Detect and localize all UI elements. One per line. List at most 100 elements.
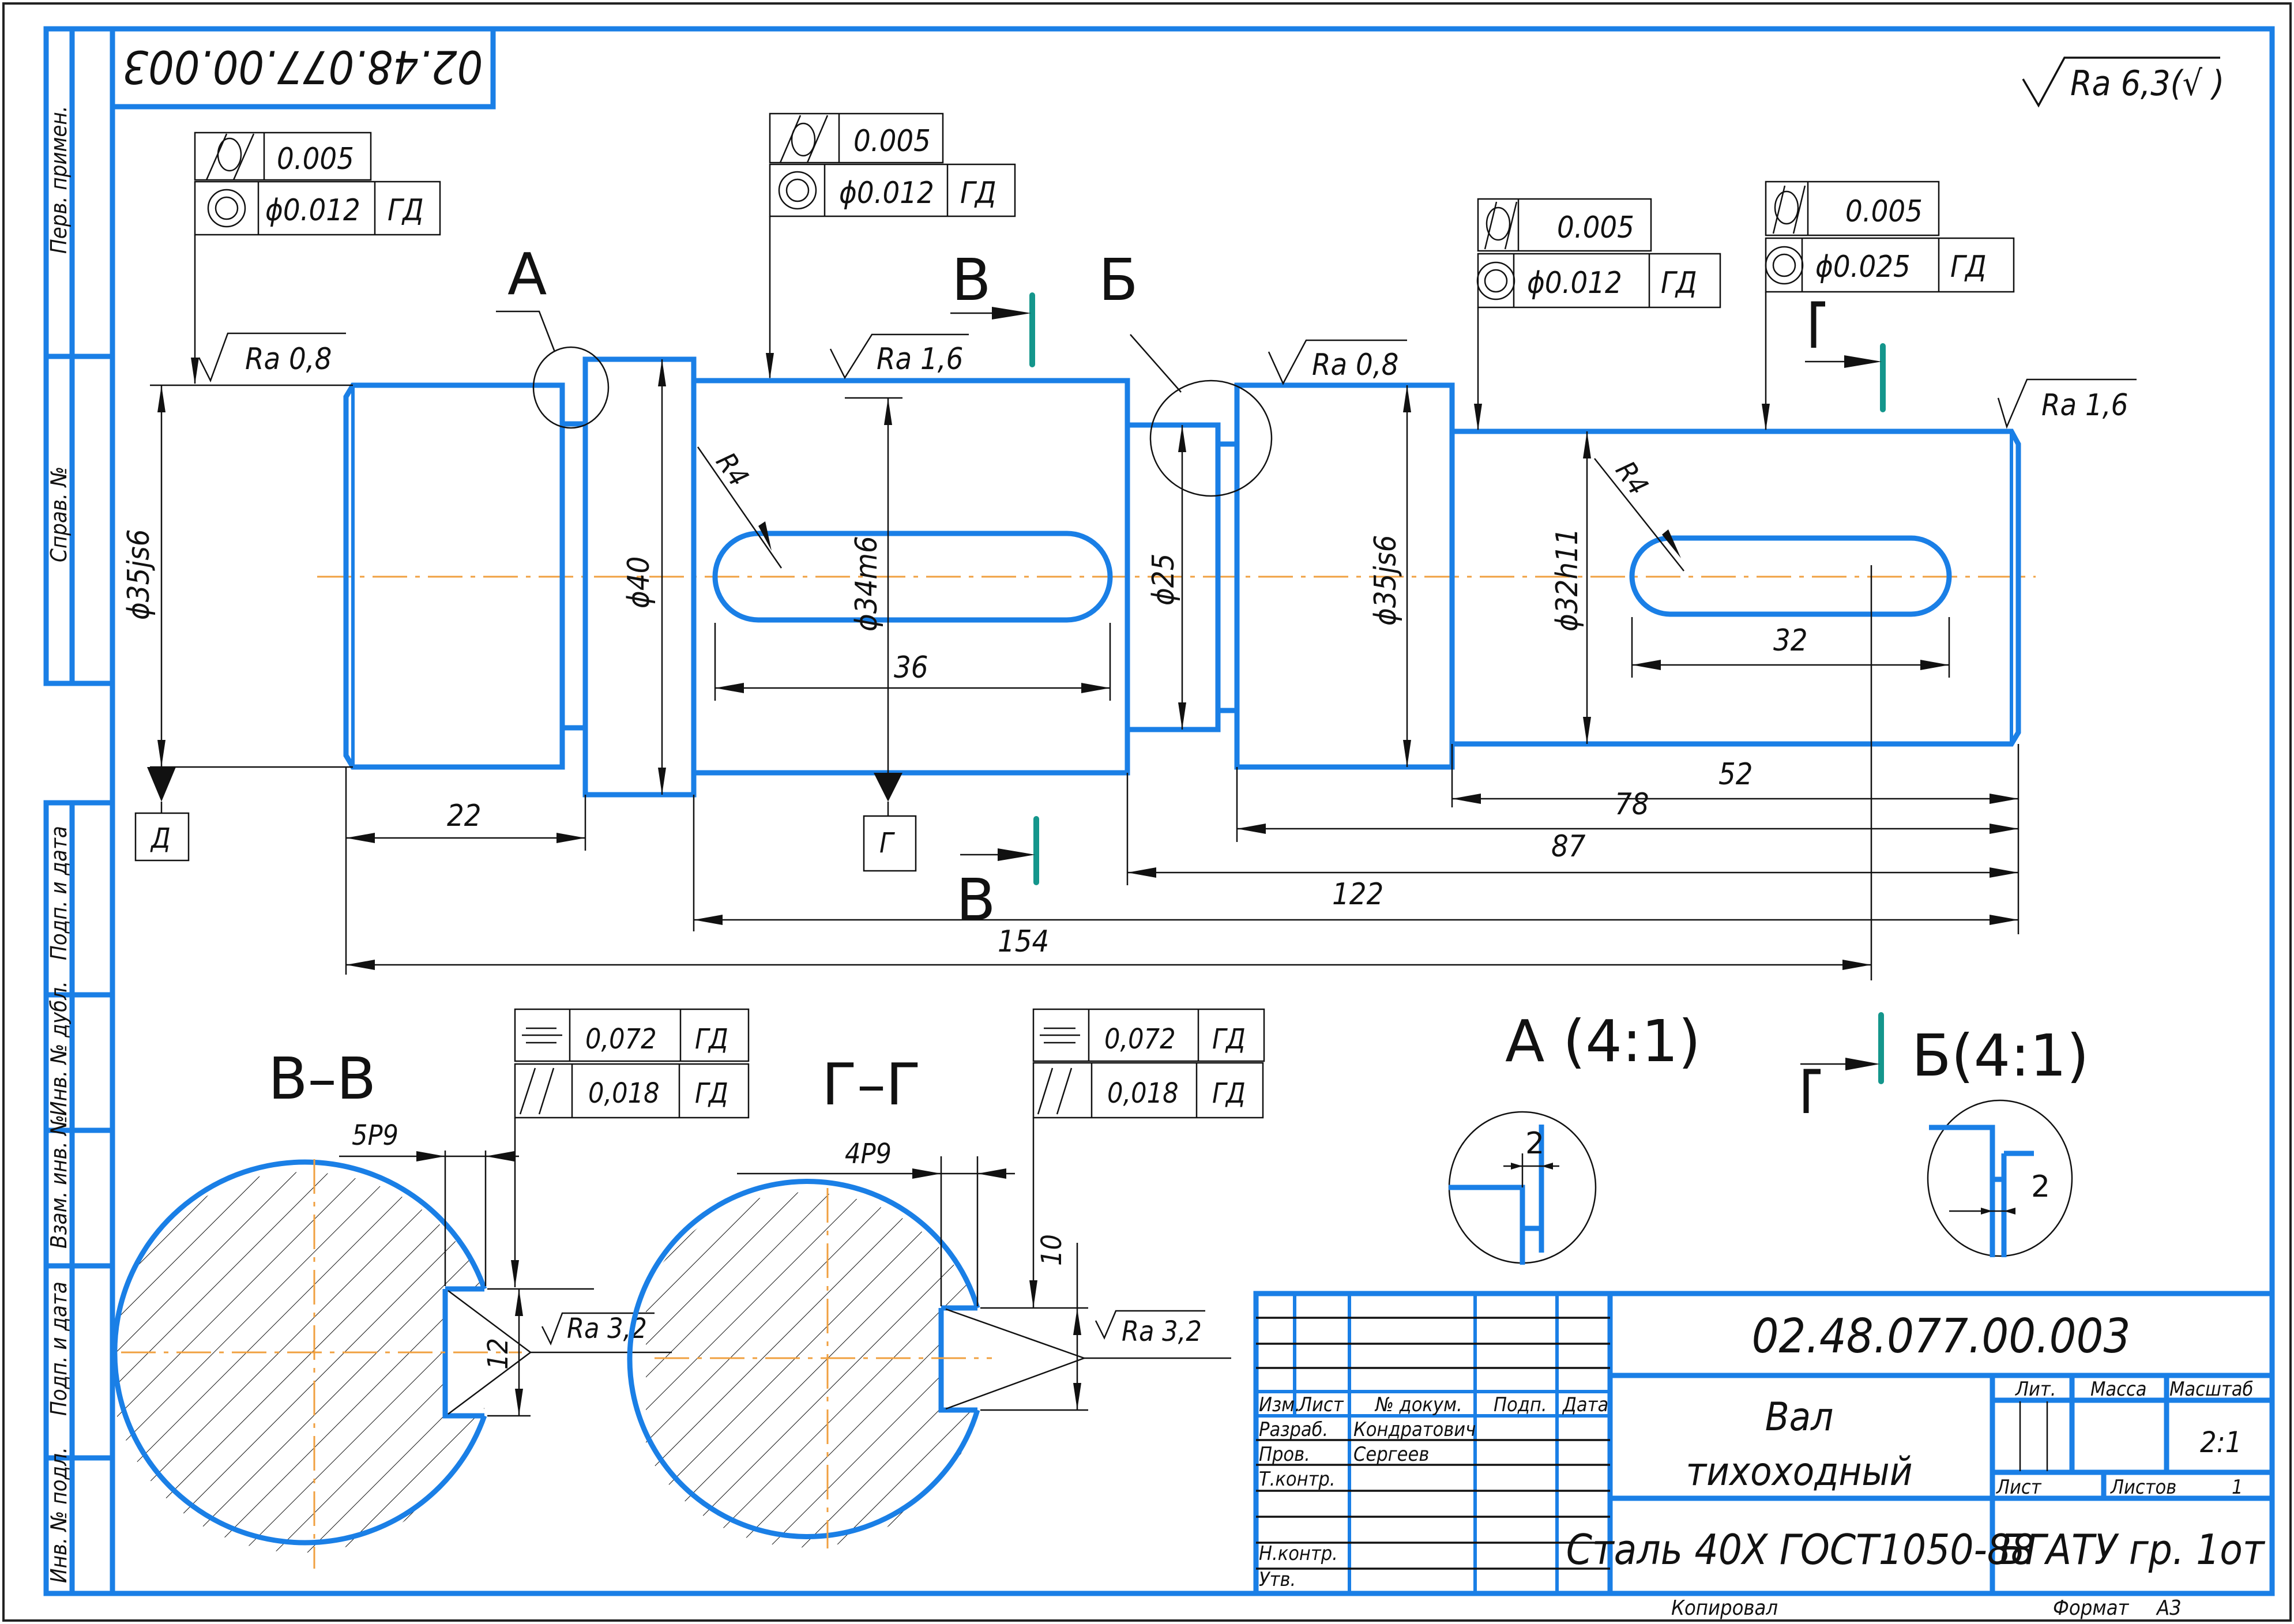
svg-text:ГД: ГД [1950, 250, 1987, 284]
svg-text:ϕ34m6: ϕ34m6 [849, 536, 884, 631]
doc-number-stamp: 02.48.077.00.003 [112, 29, 496, 110]
roughness-3: Ra 0,8 [1268, 339, 1407, 385]
length-dims: 36 32 22 52 78 87 122 154 [345, 565, 2020, 980]
svg-text:ГД: ГД [1212, 1023, 1246, 1055]
svg-text:2: 2 [2031, 1170, 2050, 1204]
svg-text:52: 52 [1718, 757, 1753, 792]
svg-text:ГД: ГД [695, 1023, 728, 1055]
svg-text:ϕ0.012: ϕ0.012 [1527, 266, 1622, 300]
radius-dims: R4 R4 [697, 446, 1684, 572]
svg-text:Разраб.: Разраб. [1259, 1418, 1328, 1441]
svg-text:22: 22 [447, 799, 482, 833]
svg-text:12: 12 [482, 1338, 514, 1370]
side-strip-top: Перв. примен. Справ. № [43, 26, 112, 686]
svg-text:Масса: Масса [2090, 1378, 2147, 1401]
svg-text:Дата: Дата [1562, 1393, 1608, 1416]
svg-text:32: 32 [1773, 623, 1808, 658]
drawing-frame [110, 26, 2275, 1596]
section-marker-v-bottom: В [956, 816, 1039, 934]
svg-text:Ra 0,8: Ra 0,8 [1312, 348, 1398, 382]
detail-b-circle [1149, 379, 1273, 497]
svg-text:Масштаб: Масштаб [2169, 1378, 2253, 1401]
svg-text:Лист: Лист [1996, 1476, 2042, 1499]
svg-text:Ra 6,3(√ ): Ra 6,3(√ ) [2070, 63, 2224, 104]
roughness-1: Ra 0,8 [198, 332, 346, 383]
svg-text:02.48.077.00.003: 02.48.077.00.003 [123, 40, 483, 92]
svg-text:Ra 3,2: Ra 3,2 [1122, 1315, 1202, 1348]
svg-text:Изм.: Изм. [1259, 1393, 1300, 1416]
general-roughness: Ra 6,3(√ ) [2022, 57, 2224, 108]
svg-text:ϕ0.012: ϕ0.012 [839, 176, 934, 210]
svg-text:36: 36 [894, 651, 928, 685]
detail-a-circle [532, 346, 610, 429]
detail-a: А (4:1) 2 [1448, 1008, 1701, 1265]
svg-text:Т.контр.: Т.контр. [1259, 1468, 1336, 1491]
svg-text:ϕ0.025: ϕ0.025 [1815, 250, 1911, 284]
svg-text:4P9: 4P9 [845, 1138, 892, 1170]
keyway-1 [712, 531, 1113, 623]
material: Сталь 40Х ГОСТ1050-88 [1566, 1525, 2035, 1574]
svg-text:1: 1 [2232, 1476, 2243, 1499]
svg-text:ϕ32h11: ϕ32h11 [1550, 528, 1585, 631]
svg-text:А (4:1): А (4:1) [1505, 1008, 1701, 1075]
format-label: Формат [2053, 1596, 2130, 1620]
svg-text:ϕ25: ϕ25 [1146, 554, 1181, 606]
svg-text:122: 122 [1332, 877, 1383, 912]
svg-text:R4: R4 [709, 447, 755, 493]
svg-text:R4: R4 [1609, 456, 1654, 501]
svg-text:Д: Д [150, 822, 171, 855]
datum-d: Д [134, 767, 190, 862]
svg-text:Кондратович: Кондратович [1353, 1418, 1476, 1441]
svg-text:№ докум.: № докум. [1374, 1393, 1462, 1416]
svg-text:В: В [952, 246, 991, 314]
svg-text:Утв.: Утв. [1259, 1568, 1296, 1591]
side-strip-label: Справ. № [46, 467, 72, 562]
svg-text:ϕ35js6: ϕ35js6 [122, 529, 156, 621]
tolerance-frame-2: 0.005 ϕ0.012 ГД [766, 112, 1016, 379]
side-strip-label: Подп. и дата [46, 826, 72, 960]
side-strip-label: Подп. и дата [46, 1281, 72, 1416]
section-vv: В–В 5P9 12 Ra 3,2 0,072 ГД 0,018 ГД [112, 1008, 750, 1569]
part-name: Вал [1765, 1394, 1834, 1440]
svg-text:0.005: 0.005 [277, 142, 354, 176]
part-name-2: тихоходный [1686, 1449, 1913, 1495]
detail-b: Б(4:1) 2 [1800, 1012, 2089, 1257]
svg-text:Н.контр.: Н.контр. [1259, 1542, 1338, 1565]
svg-text:ГД: ГД [388, 193, 424, 228]
roughness-2: Ra 1,6 [829, 333, 969, 379]
svg-text:Ra 1,6: Ra 1,6 [2041, 388, 2128, 423]
svg-text:В–В: В–В [268, 1045, 376, 1112]
detail-b-label: Б [1099, 246, 1138, 314]
svg-text:ϕ40: ϕ40 [622, 557, 656, 608]
svg-text:Б(4:1): Б(4:1) [1912, 1022, 2089, 1089]
tolerance-frame-4: 0.005 ϕ0.025 ГД [1762, 181, 2015, 431]
section-marker-v-top: В [950, 246, 1035, 367]
svg-text:78: 78 [1615, 787, 1649, 822]
svg-text:ГД: ГД [1212, 1077, 1246, 1110]
side-strip-label: Перв. примен. [46, 106, 72, 254]
svg-text:Лист: Лист [1298, 1393, 1344, 1416]
title-block: Изм. Лист № докум. Подп. Дата Разраб. Ко… [1253, 1291, 2275, 1596]
svg-text:ГД: ГД [695, 1077, 728, 1110]
side-strip-label: Инв. № подл. [46, 1447, 72, 1583]
svg-text:0,018: 0,018 [1107, 1077, 1179, 1110]
side-strip-label: Инв. № дубл. [46, 981, 72, 1116]
section-gg: Г–Г 4P9 10 Ra 3,2 0,072 ГД 0,018 ГД [627, 1008, 1265, 1548]
svg-text:5P9: 5P9 [352, 1119, 398, 1152]
scale-value: 2:1 [2200, 1426, 2242, 1459]
section-marker-g-top [1805, 301, 1886, 412]
svg-text:В: В [956, 866, 996, 934]
roughness-4: Ra 1,6 [1997, 378, 2137, 429]
shaft-outline [343, 356, 2021, 798]
format-value: А3 [2156, 1596, 2182, 1620]
svg-text:ГД: ГД [1661, 266, 1697, 300]
keyway-2 [1629, 535, 1952, 617]
svg-text:10: 10 [1036, 1234, 1068, 1266]
svg-text:0,018: 0,018 [588, 1077, 660, 1110]
svg-text:Лит.: Лит. [2015, 1378, 2056, 1401]
svg-text:Подп.: Подп. [1494, 1393, 1547, 1416]
svg-text:Г–Г: Г–Г [822, 1051, 921, 1118]
svg-text:ϕ0.012: ϕ0.012 [265, 193, 360, 228]
